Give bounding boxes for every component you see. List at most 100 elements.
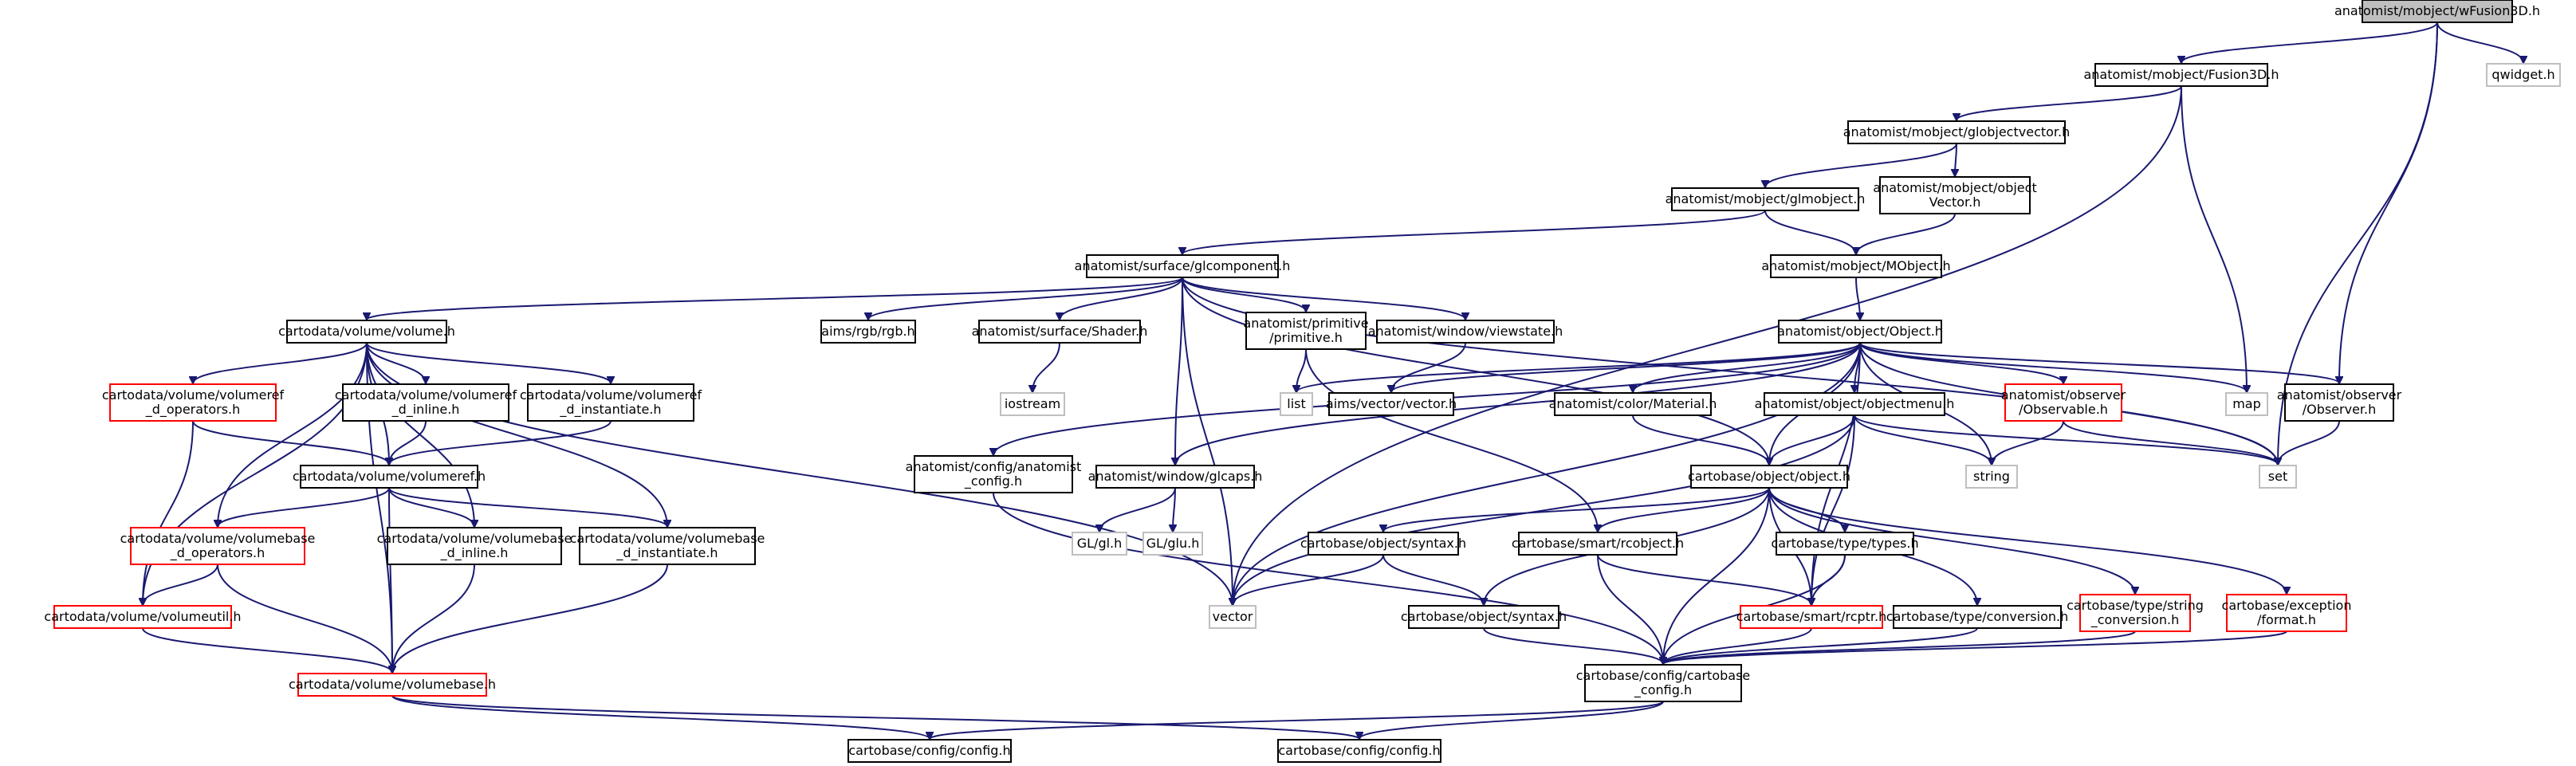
node-label: cartodata/volume/volumebase <box>120 531 316 546</box>
node-label: Vector.h <box>1929 194 1981 210</box>
header-node-qwidget[interactable]: qwidget.h <box>2486 63 2561 87</box>
header-node-config2[interactable]: cartobase/config/config.h <box>1277 739 1441 763</box>
node-label: vector <box>1213 609 1253 624</box>
node-box <box>1209 605 1257 629</box>
node-label: /Observer.h <box>2303 402 2377 417</box>
dependency-edge <box>367 277 1183 320</box>
dependency-edge <box>218 342 368 527</box>
dependency-edge <box>1383 487 1770 532</box>
header-node-glh[interactable]: GL/gl.h <box>1072 532 1127 556</box>
node-label: _d_operators.h <box>145 402 241 418</box>
header-node-glmobject[interactable]: anatomist/mobject/glmobject.h <box>1666 187 1866 211</box>
node-label: anatomist/observer <box>2001 387 2126 403</box>
header-node-volbase-inline[interactable]: cartodata/volume/volumebase_d_inline.h <box>377 527 572 565</box>
node-label: _conversion.h <box>2090 612 2180 628</box>
header-node-root[interactable]: anatomist/mobject/wFusion3D.h <box>2334 0 2540 23</box>
dependency-edge <box>1633 342 1861 392</box>
node-label: anatomist/object/objectmenu.h <box>1755 396 1955 411</box>
header-node-viewstate[interactable]: anatomist/window/viewstate.h <box>1368 320 1563 344</box>
node-label: anatomist/surface/Shader.h <box>972 324 1148 339</box>
dependency-edge <box>391 695 1359 739</box>
node-box <box>1965 465 2018 489</box>
dependency-edge <box>2278 420 2340 465</box>
header-node-rcobject[interactable]: cartobase/smart/rcobject.h <box>1512 532 1684 556</box>
node-label: anatomist/window/viewstate.h <box>1368 324 1563 339</box>
node-label: _config.h <box>964 473 1022 489</box>
header-node-syntax-hpp[interactable]: cartobase/object/syntax.h <box>1300 532 1466 556</box>
header-node-vector3[interactable]: aims/vector/vector.h <box>1326 392 1457 416</box>
header-node-map[interactable]: map <box>2225 392 2268 416</box>
dependency-edge <box>142 627 392 673</box>
dependency-edge <box>1182 277 1306 312</box>
header-node-shader[interactable]: anatomist/surface/Shader.h <box>972 320 1148 344</box>
header-node-format[interactable]: cartobase/exception/format.h <box>2222 594 2352 632</box>
node-label: /primitive.h <box>1269 330 1343 345</box>
header-node-string[interactable]: string <box>1965 465 2018 489</box>
node-label: cartodata/volume/volumeref.h <box>293 469 486 484</box>
header-node-syntax-h[interactable]: cartobase/object/syntax.h <box>1401 605 1567 629</box>
header-node-mobject[interactable]: anatomist/mobject/MObject.h <box>1761 254 1951 278</box>
header-node-gluh[interactable]: GL/glu.h <box>1142 532 1203 556</box>
node-label: _d_inline.h <box>391 402 460 418</box>
header-node-volref-inst[interactable]: cartodata/volume/volumeref_d_instantiate… <box>520 383 702 422</box>
node-box <box>300 465 478 489</box>
header-node-primitive[interactable]: anatomist/primitive/primitive.h <box>1243 312 1369 350</box>
dependency-edge <box>1854 414 1992 465</box>
node-box <box>914 455 1073 493</box>
header-node-conversion[interactable]: cartobase/type/conversion.h <box>1886 605 2068 629</box>
dependency-edge <box>868 277 1183 320</box>
header-node-glcomponent[interactable]: anatomist/surface/glcomponent.h <box>1075 254 1291 278</box>
header-node-material[interactable]: anatomist/color/Material.h <box>1549 392 1717 416</box>
node-label: cartodata/volume/volumebase <box>570 531 765 546</box>
node-box <box>1376 320 1555 344</box>
header-node-volume[interactable]: cartodata/volume/volume.h <box>278 320 455 344</box>
dependency-edge <box>1597 554 1663 664</box>
node-label: cartodata/volume/volume.h <box>278 324 455 339</box>
header-node-volutil[interactable]: cartodata/volume/volumeutil.h <box>44 605 242 629</box>
header-node-list[interactable]: list <box>1280 392 1313 416</box>
header-node-set[interactable]: set <box>2259 465 2297 489</box>
header-node-volbase-ops[interactable]: cartodata/volume/volumebase_d_operators.… <box>120 527 316 565</box>
dependency-edge <box>1811 414 1855 605</box>
node-box <box>1776 532 1914 556</box>
dependency-edge <box>392 564 668 673</box>
header-node-volumebase[interactable]: cartodata/volume/volumebase.h <box>289 673 496 697</box>
dependency-edge <box>391 695 930 739</box>
header-node-rcptr[interactable]: cartobase/smart/rcptr.h <box>1736 605 1887 629</box>
header-node-globjectvector[interactable]: anatomist/mobject/globjectvector.h <box>1843 120 2071 144</box>
header-node-volumeref[interactable]: cartodata/volume/volumeref.h <box>293 465 486 489</box>
header-node-volbase-inst[interactable]: cartodata/volume/volumebase_d_instantiat… <box>570 527 765 565</box>
header-node-glcaps[interactable]: anatomist/window/glcaps.h <box>1088 465 1263 489</box>
node-label: aims/rgb/rgb.h <box>821 324 914 339</box>
dependency-edge <box>1957 85 2182 120</box>
header-node-iostream[interactable]: iostream <box>1000 392 1065 416</box>
dependency-edge <box>193 342 368 383</box>
header-node-fusion3d[interactable]: anatomist/mobject/Fusion3D.h <box>2083 63 2279 87</box>
node-box <box>2362 0 2513 23</box>
node-label: cartobase/config/config.h <box>1278 743 1440 758</box>
node-label: cartodata/volume/volumeref <box>335 387 517 403</box>
header-node-volref-ops[interactable]: cartodata/volume/volumeref_d_operators.h <box>102 383 285 422</box>
header-node-types[interactable]: cartobase/type/types.h <box>1771 532 1919 556</box>
header-node-observer[interactable]: anatomist/observer/Observer.h <box>2277 383 2402 422</box>
header-node-cbobject[interactable]: cartobase/object/object.h <box>1688 465 1850 489</box>
node-label: cartobase/type/types.h <box>1771 536 1918 551</box>
node-box <box>1740 605 1883 629</box>
header-node-rgb[interactable]: aims/rgb/rgb.h <box>820 320 916 344</box>
header-node-anaconfig[interactable]: anatomist/config/anatomist_config.h <box>906 455 1082 493</box>
header-node-objectmenu[interactable]: anatomist/object/objectmenu.h <box>1755 392 1955 416</box>
header-node-volref-inline[interactable]: cartodata/volume/volumeref_d_inline.h <box>335 383 517 422</box>
dependency-edge <box>143 564 218 605</box>
header-node-strconv[interactable]: cartobase/type/string_conversion.h <box>2067 594 2204 632</box>
header-node-observable[interactable]: anatomist/observer/Observable.h <box>2001 383 2126 422</box>
dependency-edge <box>2181 22 2438 63</box>
node-box <box>1308 532 1459 556</box>
node-label: anatomist/primitive <box>1243 316 1368 331</box>
node-box <box>1554 392 1712 416</box>
header-node-config1[interactable]: cartobase/config/config.h <box>848 739 1012 763</box>
header-node-cbconfig[interactable]: cartobase/config/cartobase_config.h <box>1576 664 1751 702</box>
header-node-objecth[interactable]: anatomist/object/Object.h <box>1777 320 1943 344</box>
node-box <box>1408 605 1559 629</box>
header-node-vector[interactable]: vector <box>1209 605 1257 629</box>
